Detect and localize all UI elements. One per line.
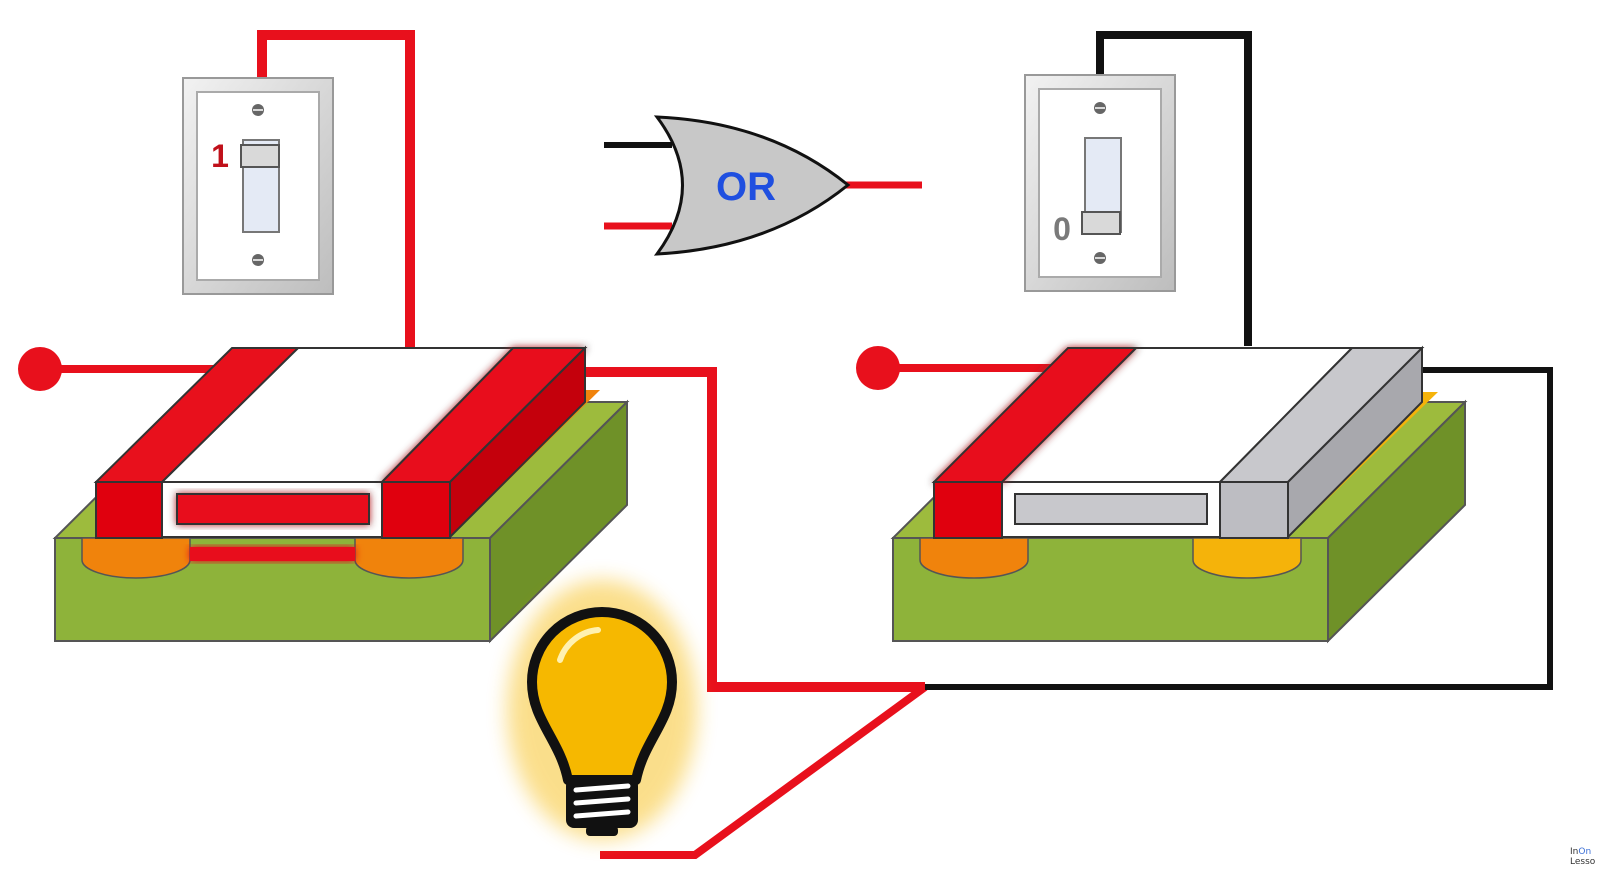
drain-well — [354, 537, 464, 579]
right-transistor — [890, 345, 1468, 644]
screw-icon — [1094, 102, 1106, 114]
source-well — [81, 537, 191, 579]
bulb-base-icon — [566, 778, 638, 836]
light-bulb — [507, 580, 697, 840]
watermark-line1a: In — [1570, 847, 1579, 857]
left-switch-state: 1 — [211, 138, 229, 174]
source-well — [919, 537, 1029, 579]
or-gate-label: OR — [716, 165, 776, 209]
right-light-switch[interactable]: 0 — [1024, 74, 1176, 292]
wire-right-switch-gate — [1096, 31, 1252, 346]
or-gate: OR — [604, 115, 922, 256]
wire-left-switch-gate — [257, 30, 415, 350]
left-light-switch[interactable]: 1 — [182, 77, 334, 295]
source-terminal-front — [95, 481, 163, 539]
or-gate-body — [653, 115, 851, 256]
watermark: InOn Lesso — [1570, 847, 1600, 867]
left-transistor — [52, 345, 630, 644]
wire-to-bulb — [600, 683, 928, 859]
drain-terminal-front — [1219, 481, 1289, 539]
watermark-line2: Lesso — [1570, 857, 1596, 867]
wire-right-drain — [925, 367, 1553, 690]
switch-toggle-up[interactable] — [240, 144, 280, 168]
screw-icon — [1094, 252, 1106, 264]
source-terminal-front — [933, 481, 1003, 539]
left-input-node — [18, 347, 62, 391]
wires — [40, 30, 1553, 859]
gate-channel-indicator — [176, 493, 370, 525]
switch-toggle-down[interactable] — [1081, 211, 1121, 235]
bulb-glass — [527, 607, 677, 785]
watermark-line1b: On — [1578, 847, 1592, 857]
wire-left-drain — [585, 367, 925, 692]
right-switch-state: 0 — [1053, 211, 1071, 247]
screw-icon — [252, 104, 264, 116]
drain-well — [1192, 537, 1302, 579]
screw-icon — [252, 254, 264, 266]
conduction-channel — [190, 547, 355, 561]
right-input-node — [856, 346, 900, 390]
bulb-highlight — [557, 627, 601, 663]
drain-terminal-front — [381, 481, 451, 539]
gate-channel-indicator — [1014, 493, 1208, 525]
